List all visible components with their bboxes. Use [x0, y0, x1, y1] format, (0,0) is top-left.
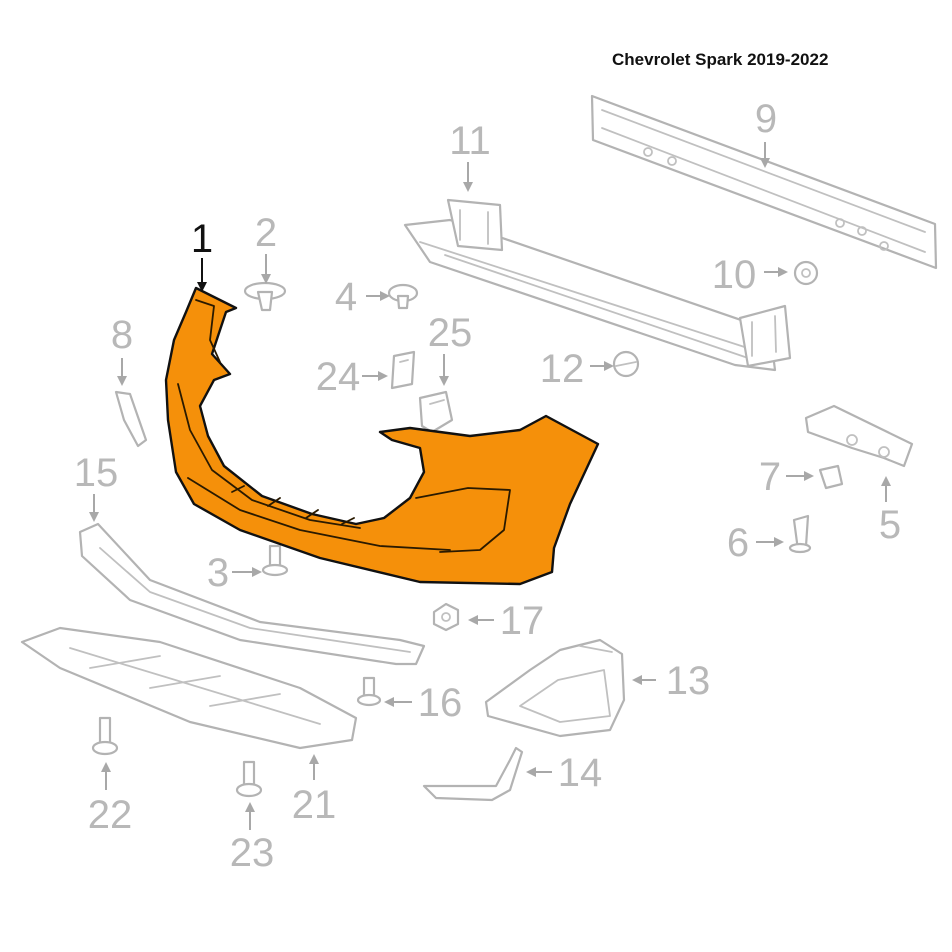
callout-25: 25 [428, 311, 473, 355]
part-25-sensor [418, 390, 454, 434]
callout-14: 14 [558, 751, 603, 795]
callout-21: 21 [292, 783, 337, 827]
callout-11: 11 [449, 119, 491, 163]
callout-13: 13 [666, 659, 711, 703]
callout-23: 23 [230, 831, 275, 875]
callout-24: 24 [316, 355, 361, 399]
part-15-lower-strip [78, 522, 426, 666]
part-21-under-shield [20, 626, 358, 750]
callout-6: 6 [727, 521, 749, 565]
callout-3: 3 [207, 551, 229, 595]
callout-17: 17 [500, 599, 545, 643]
part-9-reinforcement-bar [590, 94, 938, 270]
callout-9: 9 [755, 97, 777, 141]
part-16-bolt [356, 676, 382, 707]
part-14-trim-strip [422, 746, 524, 802]
part-8-side-bracket [114, 390, 148, 448]
part-6-bolt [788, 514, 812, 554]
part-12-clip [612, 350, 640, 378]
callout-4: 4 [335, 275, 357, 319]
callout-arrows [89, 142, 891, 830]
part-22-push-pin [91, 716, 119, 756]
callout-16: 16 [418, 681, 463, 725]
callout-10: 10 [712, 253, 757, 297]
callout-2: 2 [255, 211, 277, 255]
part-23-push-pin [235, 760, 263, 798]
part-10-nut [793, 260, 819, 286]
part-17-nut [432, 602, 460, 632]
part-5-mounting-bracket [804, 404, 914, 468]
callout-12: 12 [540, 347, 585, 391]
part-13-fog-lamp-bezel [484, 638, 626, 738]
part-7-clip [818, 464, 844, 490]
part-2-push-pin [243, 281, 287, 312]
part-4-clip [387, 283, 419, 310]
callout-22: 22 [88, 793, 133, 837]
part-1-bumper-cover [164, 286, 600, 586]
callout-7: 7 [759, 455, 781, 499]
part-3-bolt [261, 544, 289, 577]
callout-1: 1 [191, 217, 213, 261]
diagram-title: Chevrolet Spark 2019-2022 [612, 50, 829, 69]
part-24-bracket [390, 350, 416, 390]
callout-15: 15 [74, 451, 119, 495]
callout-5: 5 [879, 503, 901, 547]
callout-8: 8 [111, 313, 133, 357]
part-11-impact-bar [403, 198, 792, 372]
